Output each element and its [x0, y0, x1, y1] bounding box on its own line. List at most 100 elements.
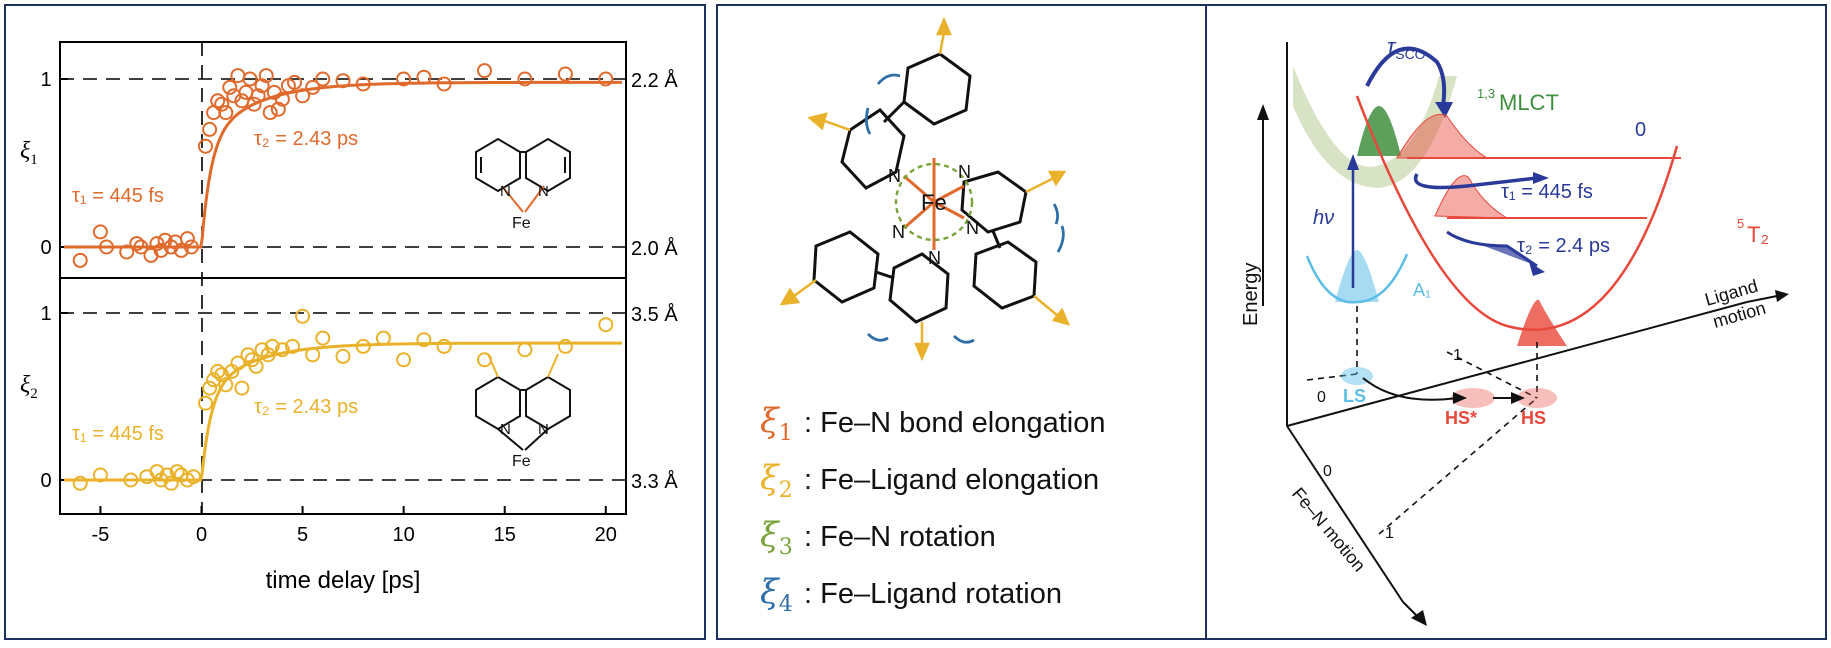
- energy-diagram-panel: Energy Ligand motion Fe–N motion 0 1 0 1…: [1205, 4, 1827, 640]
- fe-bpy-complex: Fe N N N N N: [779, 16, 1071, 362]
- svg-text:N: N: [500, 183, 511, 200]
- hs-star-marker: [1451, 388, 1495, 408]
- xi2-data-point: [305, 347, 321, 363]
- xi2-data-point: [517, 342, 533, 358]
- legend-text-xi2: : Fe–Ligand elongation: [804, 464, 1100, 496]
- xi2-data-point: [149, 464, 165, 480]
- ls-label: LS: [1343, 386, 1366, 406]
- xi1-data-point: [133, 239, 149, 255]
- projection-lines: [1306, 306, 1538, 535]
- xi2-data-point: [260, 347, 276, 363]
- bipyridine-fe-ligand-icon: N N Fe: [475, 353, 571, 470]
- legend-item-xi4: ξ4 : Fe–Ligand rotation: [760, 572, 1062, 617]
- n-atom-label-1: N: [958, 162, 971, 182]
- svg-text:Fe: Fe: [512, 453, 531, 470]
- ring-1: [902, 52, 972, 126]
- xi2-data-point: [185, 469, 201, 485]
- bottom-ytick-0: 0: [40, 470, 51, 492]
- legend-text-xi3: : Fe–N rotation: [804, 521, 996, 553]
- xi1-data-point: [230, 68, 246, 84]
- xi1-data-point: [218, 105, 234, 121]
- bipyridine-fe-n-icon: N N Fe: [475, 137, 571, 232]
- xi1-data-point: [246, 96, 262, 112]
- xi2-data-point: [72, 475, 88, 491]
- xi2-data-point: [315, 330, 331, 346]
- t2-sup: 5: [1737, 216, 1744, 231]
- xi1-data-point: [270, 101, 286, 117]
- xi2-data-point: [123, 472, 139, 488]
- hs-wavepacket-3: [1517, 299, 1567, 346]
- xi1-data-point: [305, 79, 321, 95]
- x-tick-label: 20: [595, 524, 617, 546]
- coordinate-legend: ξ1 : Fe–N bond elongation ξ2 : Fe–Ligand…: [760, 395, 1106, 623]
- structure-panel: Fe N N N N N: [716, 4, 1219, 640]
- top-right-label-low: 2.0 Å: [631, 237, 678, 260]
- xi2-data-point: [375, 330, 391, 346]
- mlct-label: MLCT: [1499, 90, 1559, 115]
- hs-marker: [1517, 388, 1557, 408]
- xi1-fit-curve: [64, 80, 622, 249]
- mlct-wavepacket: [1357, 106, 1401, 156]
- xi2-data-point: [202, 380, 218, 396]
- xi1-data-point: [254, 78, 270, 94]
- hs-wavepacket-1: [1396, 114, 1489, 159]
- xi1-data-point: [355, 76, 371, 92]
- x-tick-label: -5: [92, 524, 110, 546]
- x-tick-label: 10: [393, 524, 415, 546]
- legend-text-xi1: : Fe–N bond elongation: [804, 407, 1106, 439]
- legend-text-xi4: : Fe–Ligand rotation: [804, 578, 1062, 610]
- n-atom-label-5: N: [928, 248, 941, 268]
- xi2-data-point: [274, 342, 290, 358]
- xi1-data-point: [335, 73, 351, 89]
- kinetics-plots: 1 0 1 0 ξ1 ξ2 2.2 Å 2.0 Å 3.5 Å 3.3 Å -5…: [20, 41, 678, 594]
- xi2-data-point: [169, 464, 185, 480]
- legend-item-xi3: ξ3 : Fe–N rotation: [760, 515, 996, 560]
- bottom-right-label-low: 3.3 Å: [631, 470, 678, 493]
- xi1-data-point: [179, 231, 195, 247]
- xi1-data-point: [173, 242, 189, 258]
- bottom-fit-layer: [64, 341, 622, 482]
- bottom-tau1-label: τ₁ = 445 fs: [72, 423, 164, 445]
- t2-label: T₂: [1747, 222, 1769, 247]
- xi1-data-point: [416, 69, 432, 85]
- xi2-data-point: [214, 367, 230, 383]
- ring-4: [972, 240, 1038, 310]
- xi2-data-point: [159, 467, 175, 483]
- mlct-sup: 1,3: [1477, 86, 1495, 101]
- xi1-data-point: [262, 105, 278, 121]
- fen-tick-0: 0: [1323, 463, 1332, 480]
- xi1-data-point: [436, 76, 452, 92]
- tau-sco-label: τSCO: [1387, 34, 1426, 62]
- relax-arrow-1: [1413, 173, 1538, 190]
- xi1-data-point: [250, 88, 266, 104]
- xi2-data-point: [264, 338, 280, 354]
- ligand-axis: [1286, 301, 1748, 427]
- svg-text:N: N: [538, 421, 549, 438]
- xi1-data-point: [99, 239, 114, 255]
- xi2-data-point: [210, 363, 226, 379]
- xi2-data-point: [598, 317, 614, 333]
- n-atom-label-4: N: [892, 222, 905, 242]
- bottom-ytick-1: 1: [40, 303, 51, 325]
- ring-3: [960, 170, 1028, 234]
- hv-label: hν: [1313, 207, 1334, 229]
- xi1-data-point: [477, 63, 492, 79]
- xi1-data-point: [210, 93, 226, 109]
- top-fit-layer: [64, 80, 622, 249]
- x-tick-label: 0: [196, 524, 207, 546]
- legend-item-xi2: ξ2 : Fe–Ligand elongation: [760, 458, 1100, 503]
- xi2-data-point: [163, 475, 179, 491]
- xi2-data-point: [436, 338, 452, 354]
- bottom-right-label-high: 3.5 Å: [631, 303, 678, 326]
- xi2-data-point: [234, 380, 250, 396]
- xi2-data-point: [206, 372, 222, 388]
- xi2-data-point: [396, 352, 412, 368]
- xi2-data-point: [295, 308, 311, 324]
- xi1-data-point: [119, 244, 135, 260]
- a1-label: A₁: [1413, 280, 1431, 300]
- bottom-tau2-label: τ₂ = 2.43 ps: [254, 396, 358, 418]
- xi2-data-point: [285, 338, 300, 354]
- top-ytick-0: 0: [40, 237, 51, 259]
- legend-item-xi1: ξ1 : Fe–N bond elongation: [760, 401, 1106, 446]
